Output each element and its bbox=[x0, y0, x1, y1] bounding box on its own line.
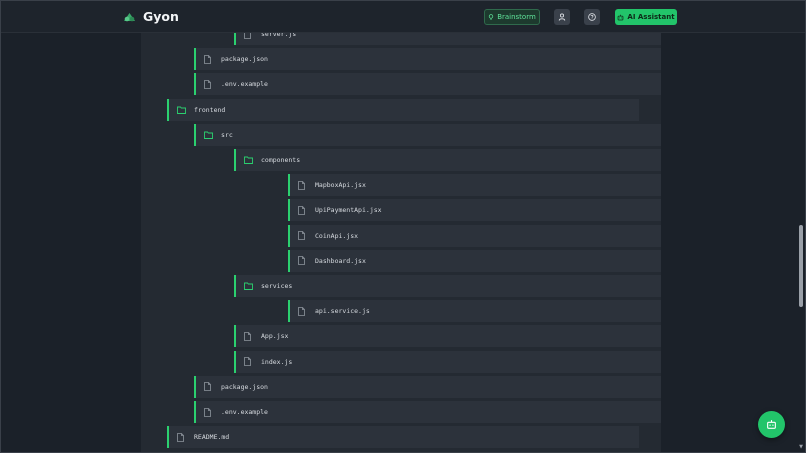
tree-item-label: UpiPaymentApi.jsx bbox=[315, 206, 382, 215]
robot-icon bbox=[767, 420, 776, 429]
chat-bot-button[interactable] bbox=[758, 411, 785, 438]
tree-item-label: package.json bbox=[221, 382, 268, 391]
folder-icon bbox=[244, 156, 253, 165]
logo-icon bbox=[124, 13, 135, 22]
bulb-icon bbox=[489, 14, 494, 20]
file-icon bbox=[298, 306, 307, 316]
brainstorm-button[interactable]: Brainstorm bbox=[484, 9, 540, 25]
tree-item-label: README.md bbox=[194, 433, 230, 442]
help-button[interactable] bbox=[584, 9, 600, 25]
file-icon bbox=[244, 331, 253, 341]
tree-item-label: package.json bbox=[221, 55, 268, 64]
tree-item-label: index.js bbox=[261, 357, 293, 366]
tree-item-label: services bbox=[261, 282, 293, 290]
file-icon bbox=[204, 382, 213, 392]
tree-item-label: CoinApi.jsx bbox=[315, 231, 359, 240]
tree-item-label: Dashboard.jsx bbox=[315, 256, 366, 265]
file-row[interactable]: UpiPaymentApi.jsx bbox=[288, 199, 661, 222]
file-row[interactable]: MapboxApi.jsx bbox=[288, 174, 661, 197]
ai-assistant-label: AI Assistant bbox=[627, 13, 675, 21]
scrollbar-thumb[interactable] bbox=[799, 225, 803, 307]
file-tree-panel: server.js package.json .env.example fronten… bbox=[141, 33, 661, 453]
profile-button[interactable] bbox=[554, 9, 570, 25]
folder-row[interactable]: components bbox=[234, 149, 661, 171]
brand-name[interactable]: Gyon bbox=[143, 9, 179, 24]
file-icon bbox=[244, 33, 253, 39]
file-icon bbox=[298, 180, 307, 190]
file-icon bbox=[204, 54, 213, 64]
tree-item-label: server.js bbox=[261, 33, 297, 38]
file-icon bbox=[204, 79, 213, 89]
file-icon bbox=[298, 256, 307, 266]
tree-item-label: frontend bbox=[194, 105, 226, 114]
file-icon bbox=[298, 231, 307, 240]
tree-item-label: .env.example bbox=[221, 80, 268, 89]
tree-item-label: api.service.js bbox=[315, 307, 370, 316]
file-icon bbox=[177, 432, 186, 442]
file-row[interactable]: index.js bbox=[234, 350, 661, 373]
brainstorm-label: Brainstorm bbox=[497, 13, 536, 21]
scroll-down-arrow-icon[interactable]: ▼ bbox=[799, 444, 803, 450]
tree-item-label: .env.example bbox=[221, 408, 268, 416]
scrollbar[interactable] bbox=[798, 33, 804, 451]
file-row[interactable]: package.json bbox=[194, 375, 661, 398]
folder-row[interactable]: services bbox=[234, 275, 661, 297]
file-row[interactable]: server.js bbox=[234, 33, 661, 45]
top-bar: Gyon Brainstorm AI Assistant bbox=[0, 0, 806, 33]
folder-icon bbox=[177, 105, 186, 114]
help-circle-icon bbox=[588, 13, 596, 21]
ai-assistant-button[interactable]: AI Assistant bbox=[615, 9, 677, 25]
tree-item-label: MapboxApi.jsx bbox=[315, 181, 366, 190]
file-row[interactable]: CoinApi.jsx bbox=[288, 224, 661, 247]
file-row[interactable]: package.json bbox=[194, 48, 661, 71]
file-row[interactable]: Dashboard.jsx bbox=[288, 249, 661, 272]
file-icon bbox=[298, 205, 307, 215]
tree-item-label: components bbox=[261, 156, 301, 164]
folder-icon bbox=[204, 130, 213, 139]
folder-row[interactable]: src bbox=[194, 123, 661, 146]
user-icon bbox=[558, 13, 566, 21]
robot-icon bbox=[618, 14, 624, 20]
file-row[interactable]: api.service.js bbox=[288, 300, 661, 323]
file-icon bbox=[244, 357, 253, 366]
tree-item-label: App.jsx bbox=[261, 332, 289, 341]
file-icon bbox=[204, 407, 213, 417]
file-row[interactable]: App.jsx bbox=[234, 325, 661, 348]
file-row[interactable]: README.md bbox=[167, 426, 639, 449]
tree-item-label: src bbox=[221, 130, 233, 139]
folder-icon bbox=[244, 282, 253, 291]
file-row[interactable]: .env.example bbox=[194, 73, 661, 96]
folder-row[interactable]: frontend bbox=[167, 98, 639, 121]
file-row[interactable]: .env.example bbox=[194, 401, 661, 423]
